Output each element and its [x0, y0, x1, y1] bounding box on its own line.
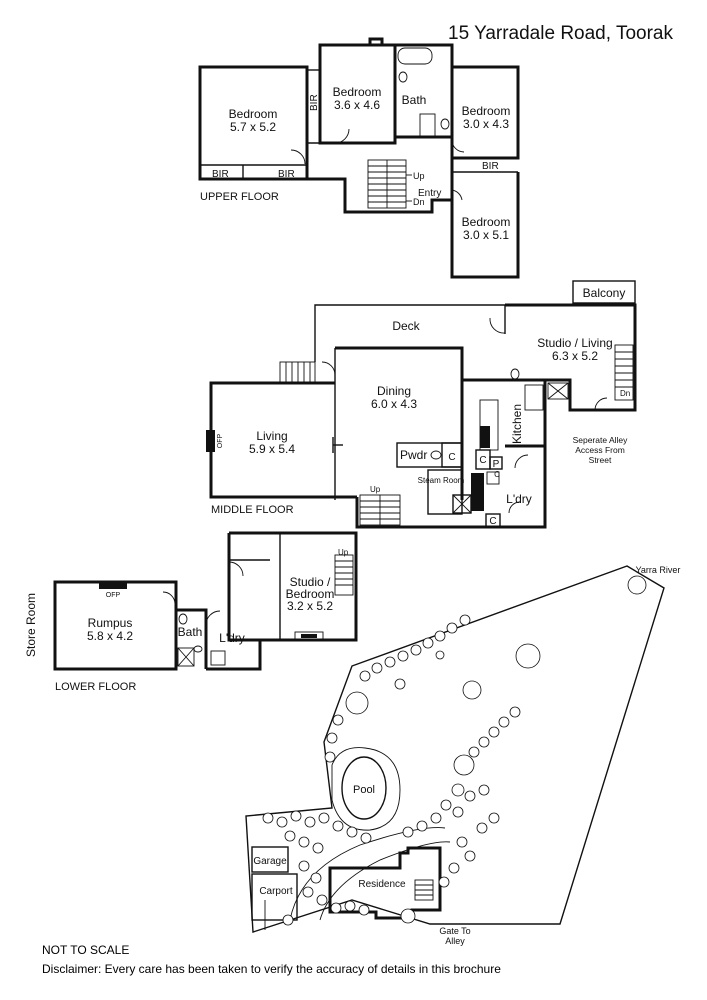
upper-bedroom-4-name: Bedroom: [462, 215, 511, 229]
site-plan: Yarra River Pool Residence Garage Carpor…: [245, 565, 681, 946]
dining-size: 6.0 x 4.3: [371, 397, 417, 411]
lower-studio-walls: [227, 531, 358, 642]
trees: [262, 575, 647, 926]
studio-living-size: 6.3 x 5.2: [552, 349, 598, 363]
cupboard-label: C: [479, 455, 486, 466]
dining-name: Dining: [377, 384, 411, 398]
residence-outline: [328, 846, 442, 920]
upper-bir-label: BIR: [278, 169, 295, 180]
middle-ofp-label: OFP: [217, 433, 224, 448]
upper-bedroom-1-name: Bedroom: [229, 107, 278, 121]
upper-stairs-up: Up: [413, 171, 425, 181]
middle-stairs-dn: Dn: [620, 389, 630, 398]
living-fireplace: [206, 430, 215, 452]
river-label: Yarra River: [636, 565, 681, 575]
middle-floor-label: MIDDLE FLOOR: [211, 504, 294, 516]
pool-outline: [341, 756, 387, 820]
pool-label: Pool: [353, 784, 375, 796]
lower-bath-label: Bath: [178, 625, 203, 639]
upper-bath-label: Bath: [402, 93, 427, 107]
disclaimer-text: Disclaimer: Every care has been taken to…: [42, 962, 501, 976]
store-room-label: Store Room: [24, 593, 38, 657]
deck-outline: [314, 304, 506, 362]
lower-studio-size: 3.2 x 5.2: [287, 599, 333, 613]
gate-label-2: Alley: [445, 936, 465, 946]
middle-stairs-up: Up: [370, 485, 381, 494]
laundry-walls: [355, 446, 547, 529]
lower-laundry-label: L'dry: [219, 631, 245, 645]
not-to-scale-note: NOT TO SCALE: [42, 943, 130, 957]
lower-floor-label: LOWER FLOOR: [55, 681, 136, 693]
upper-bedroom-3-size: 3.0 x 4.3: [463, 117, 509, 131]
studio-living-name: Studio / Living: [537, 336, 612, 350]
pantry-label: P: [493, 459, 500, 470]
lower-bath-walls: [176, 608, 208, 669]
lower-ofp-label: OFP: [106, 592, 121, 599]
balcony-outline: [572, 280, 636, 304]
balcony-label: Balcony: [583, 286, 626, 300]
upper-stairs: [367, 159, 412, 209]
pwdr-label: Pwdr: [400, 448, 427, 462]
cupboard-label: C: [489, 516, 496, 527]
upper-bedroom-1-size: 5.7 x 5.2: [230, 120, 276, 134]
carport-outline: [251, 873, 298, 921]
middle-floor: Balcony Deck Studio / Living 6.3 x 5.2 D…: [206, 280, 637, 529]
upper-stairs-dn: Dn: [413, 197, 425, 207]
living-name: Living: [256, 429, 287, 443]
upper-floor-label: UPPER FLOOR: [200, 191, 279, 203]
middle-laundry-label: L'dry: [506, 492, 532, 506]
upper-bedroom-3-name: Bedroom: [462, 104, 511, 118]
steam-room-label: Steam Room: [418, 476, 465, 485]
carport-label: Carport: [259, 886, 293, 897]
cupboard-label: C: [494, 470, 500, 479]
upper-bedroom-4-walls: [450, 172, 520, 279]
upper-bath-walls: [393, 43, 454, 139]
lower-floor: Store Room OFP Rumpus 5.8 x 4.2 Bath L'd…: [24, 531, 358, 693]
residence-label: Residence: [358, 879, 406, 890]
garage-outline: [251, 846, 289, 873]
upper-bir-label: BIR: [212, 169, 229, 180]
upper-bedroom-4-size: 3.0 x 5.1: [463, 228, 509, 242]
upper-bir-label: BIR: [482, 161, 499, 172]
garage-label: Garage: [253, 856, 287, 867]
studio-living-walls: [505, 303, 637, 412]
living-size: 5.9 x 5.4: [249, 442, 295, 456]
gate-label-1: Gate To: [439, 926, 470, 936]
alley-note-1: Seperate Alley: [573, 435, 629, 445]
rumpus-fireplace: [99, 582, 127, 589]
alley-note-2: Access From: [575, 445, 625, 455]
upper-bedroom-2-name: Bedroom: [333, 85, 382, 99]
lower-studio-name-1: Studio /: [290, 575, 331, 589]
lower-laundry-walls: [206, 640, 262, 671]
address-title: 15 Yarradale Road, Toorak: [448, 23, 673, 44]
upper-bedroom-2-size: 3.6 x 4.6: [334, 98, 380, 112]
upper-bir-label: BIR: [309, 94, 320, 111]
pool-surround: [331, 747, 401, 831]
alley-note-3: Street: [589, 455, 612, 465]
rumpus-name: Rumpus: [88, 616, 133, 630]
lower-studio-name-2: Bedroom: [286, 587, 335, 601]
site-boundary: [245, 565, 665, 933]
upper-entry-label: Entry: [418, 188, 441, 199]
rumpus-walls: [53, 580, 178, 671]
cupboard-label: C: [448, 452, 455, 463]
kitchen-label: Kitchen: [510, 404, 524, 444]
rumpus-size: 5.8 x 4.2: [87, 629, 133, 643]
deck-label: Deck: [392, 319, 420, 333]
upper-floor: Bedroom 5.7 x 5.2 BIR BIR BIR Bedroom 3.…: [198, 37, 520, 279]
lower-stairs-up: Up: [338, 548, 349, 557]
kitchen-walls: [462, 378, 547, 448]
